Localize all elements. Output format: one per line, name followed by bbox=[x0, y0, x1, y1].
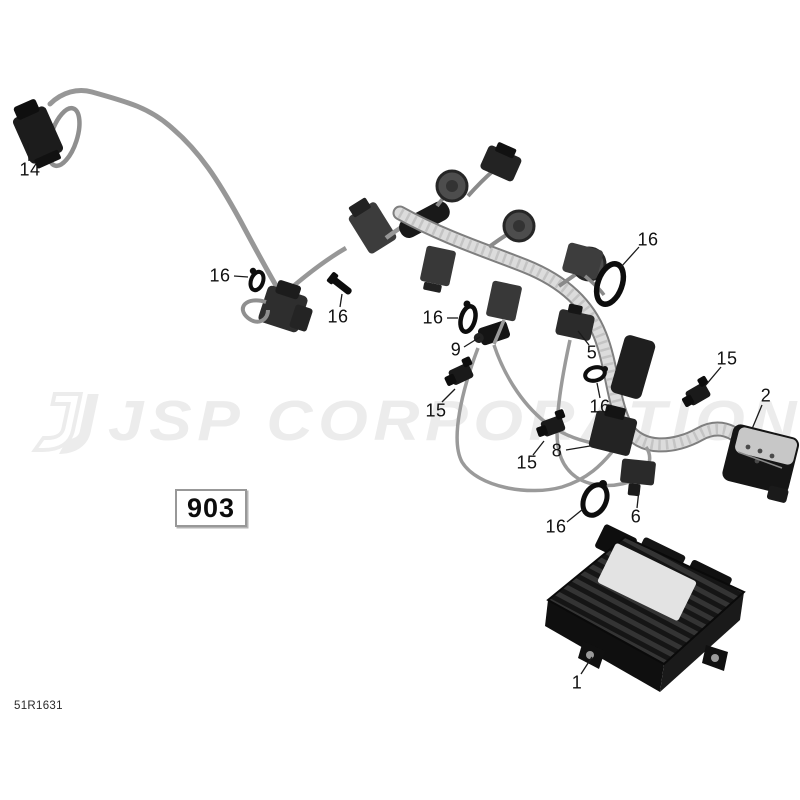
callout-leader bbox=[577, 330, 590, 346]
callout-15: 15 bbox=[716, 348, 738, 369]
callout-16: 16 bbox=[637, 229, 659, 250]
connector-14 bbox=[12, 99, 64, 169]
connector-cluster-left bbox=[258, 280, 313, 333]
callout-leader bbox=[463, 336, 481, 348]
leader-lines bbox=[27, 142, 763, 675]
connector-2 bbox=[722, 424, 800, 503]
connector-top-right bbox=[562, 242, 604, 280]
callout-15: 15 bbox=[425, 400, 447, 421]
connector-8 bbox=[588, 404, 638, 456]
callout-5: 5 bbox=[586, 342, 598, 363]
callout-leader bbox=[532, 440, 545, 456]
connector-9 bbox=[473, 320, 511, 346]
cluster-wire-loop bbox=[240, 298, 270, 324]
callout-2: 2 bbox=[760, 385, 772, 406]
callout-16: 16 bbox=[327, 306, 349, 327]
wire-from-connector-14 bbox=[46, 88, 348, 299]
callout-leader bbox=[27, 142, 30, 162]
cable-tie-16-bottom-icon bbox=[580, 480, 610, 518]
callout-9: 9 bbox=[450, 339, 462, 360]
coil-connector-a bbox=[435, 169, 469, 208]
cable-tie-16-top-icon bbox=[593, 261, 627, 307]
wrapped-sleeve bbox=[610, 335, 656, 399]
cable-tie-16-left-icon bbox=[248, 267, 266, 293]
connector-5 bbox=[555, 303, 595, 341]
coil-connector-b bbox=[487, 209, 536, 249]
ecu-side-face bbox=[545, 600, 664, 692]
callout-leader bbox=[751, 404, 763, 430]
callout-16: 16 bbox=[589, 396, 611, 417]
callout-leader bbox=[565, 445, 591, 451]
engine-code-badge: 903 bbox=[175, 489, 247, 527]
callout-16: 16 bbox=[545, 516, 567, 537]
connector-top-dark bbox=[466, 142, 522, 198]
connector-6 bbox=[620, 458, 656, 497]
callout-16: 16 bbox=[209, 265, 231, 286]
callout-leader bbox=[704, 366, 722, 387]
cable-tie-16-mid-icon bbox=[458, 300, 478, 334]
ecu-right-face bbox=[660, 592, 744, 692]
callout-6: 6 bbox=[630, 506, 642, 527]
ecu-label bbox=[597, 543, 697, 621]
connector-mid-left bbox=[348, 197, 397, 254]
callout-16: 16 bbox=[422, 307, 444, 328]
callout-leader bbox=[580, 656, 593, 675]
ecu-module bbox=[545, 524, 746, 692]
callout-14: 14 bbox=[19, 159, 41, 180]
ecu-mount-tab-right bbox=[702, 645, 728, 671]
callout-8: 8 bbox=[551, 440, 563, 461]
connector-lower-b bbox=[486, 280, 522, 322]
main-corrugated-tube bbox=[392, 205, 753, 453]
callout-leader bbox=[620, 246, 640, 268]
callout-leader bbox=[233, 275, 249, 278]
document-code: 51R1631 bbox=[14, 700, 63, 712]
callout-leader bbox=[441, 388, 456, 403]
callout-15: 15 bbox=[516, 452, 538, 473]
callout-leader bbox=[566, 508, 584, 523]
connector-lower-a bbox=[420, 245, 456, 293]
screw-16-icon bbox=[326, 272, 352, 295]
callout-1: 1 bbox=[571, 672, 583, 693]
callout-leader bbox=[596, 382, 601, 399]
callout-leader bbox=[339, 293, 343, 308]
cable-tie-16-ring-icon bbox=[583, 365, 608, 383]
callout-leader bbox=[636, 489, 640, 509]
